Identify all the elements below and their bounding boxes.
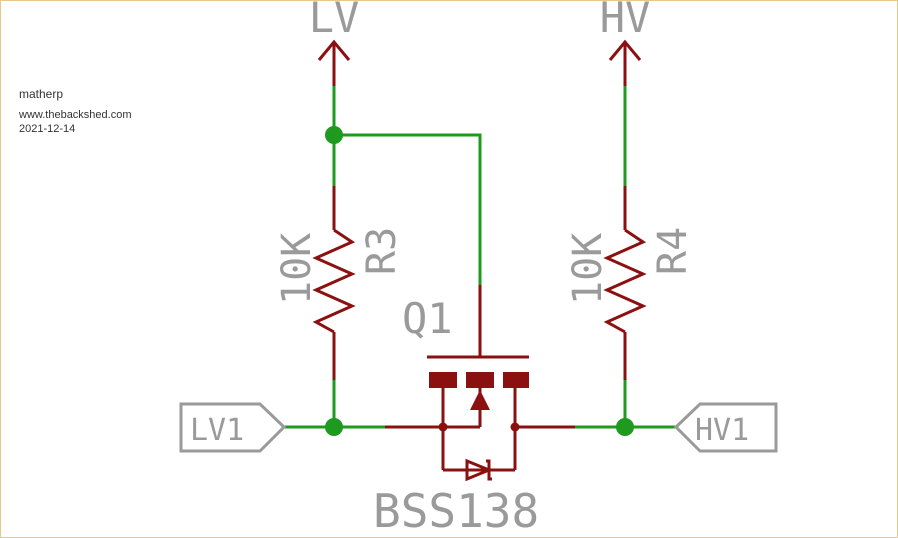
hv1-port-label: HV1 [695,413,749,448]
drain-node [510,422,520,432]
lv1-port-flag [179,402,287,453]
q1-ref-label: Q1 [402,294,453,343]
diode-icon [465,458,493,482]
source-node [438,422,448,432]
r4-value-label: 10K [565,233,611,305]
lv-arrow-icon [317,39,351,61]
r3-value-label: 10K [274,233,320,305]
author-name: matherp [19,87,64,101]
site-url: www.thebackshed.com [19,109,132,121]
junction-lv1 [325,418,343,436]
r4-resistor-icon [603,228,647,334]
mosfet-body [429,372,529,432]
diode-cathode [486,459,492,481]
body-arrow-icon [470,390,490,410]
channel-segment-source [429,372,457,388]
r3-ref-label: R3 [359,227,405,275]
post-meta: matherp www.thebackshed.com 2021-12-14 [19,87,132,136]
r3-resistor-icon [312,228,356,334]
junction-hv1 [616,418,634,436]
hv-arrow-icon [608,39,642,61]
q1-part-label: BSS138 [373,484,539,538]
hv-supply-label: HV [600,0,651,42]
components [312,39,647,482]
r4-ref-label: R4 [650,227,696,275]
channel-segment-body [466,372,494,388]
junction-dots [325,126,634,436]
hv1-port-flag [673,402,778,453]
junction-lv [325,126,343,144]
wire-gate [334,133,482,285]
channel-segment-drain [503,372,529,388]
post-date: 2021-12-14 [19,123,76,135]
port-flags [179,402,778,453]
lv-supply-label: LV [309,0,360,42]
lv1-port-label: LV1 [190,413,244,448]
